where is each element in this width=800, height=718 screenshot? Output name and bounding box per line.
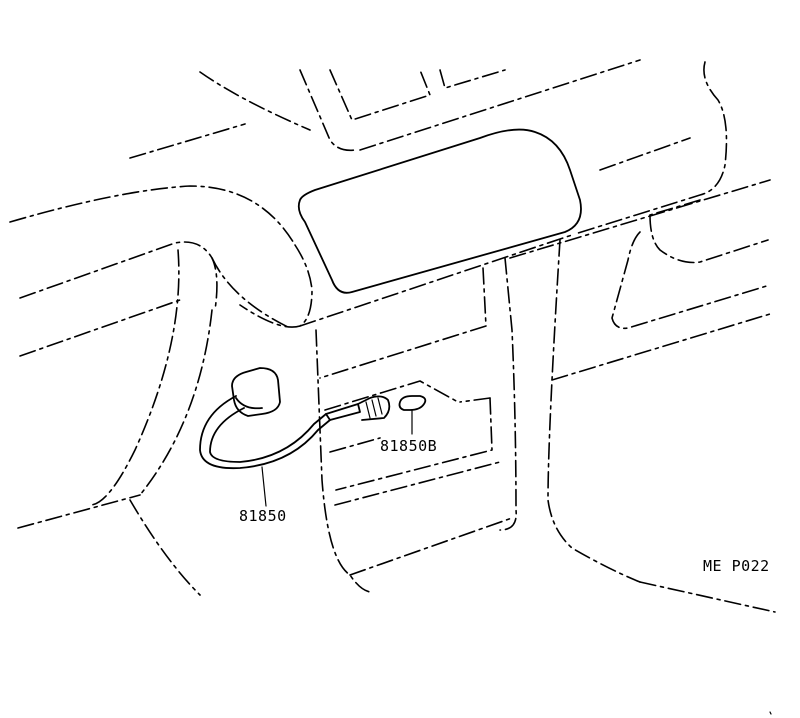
corner-mark <box>769 711 772 715</box>
sensor-wire <box>199 367 391 470</box>
figure-code: ME P022 <box>703 557 770 575</box>
clip-81850b <box>398 395 427 411</box>
part-label-81850b: 81850B <box>380 437 437 455</box>
dashboard-top <box>9 61 728 246</box>
switch-panel <box>324 380 493 491</box>
center-console <box>315 239 771 593</box>
airbag-pad <box>297 128 582 294</box>
leader-lines <box>261 409 413 507</box>
dashboard-lower-edge <box>299 179 771 327</box>
steering-column <box>17 241 313 596</box>
right-vent <box>611 199 771 330</box>
part-label-81850: 81850 <box>239 507 287 525</box>
floor-line <box>639 581 776 613</box>
windshield-frame <box>129 59 691 171</box>
